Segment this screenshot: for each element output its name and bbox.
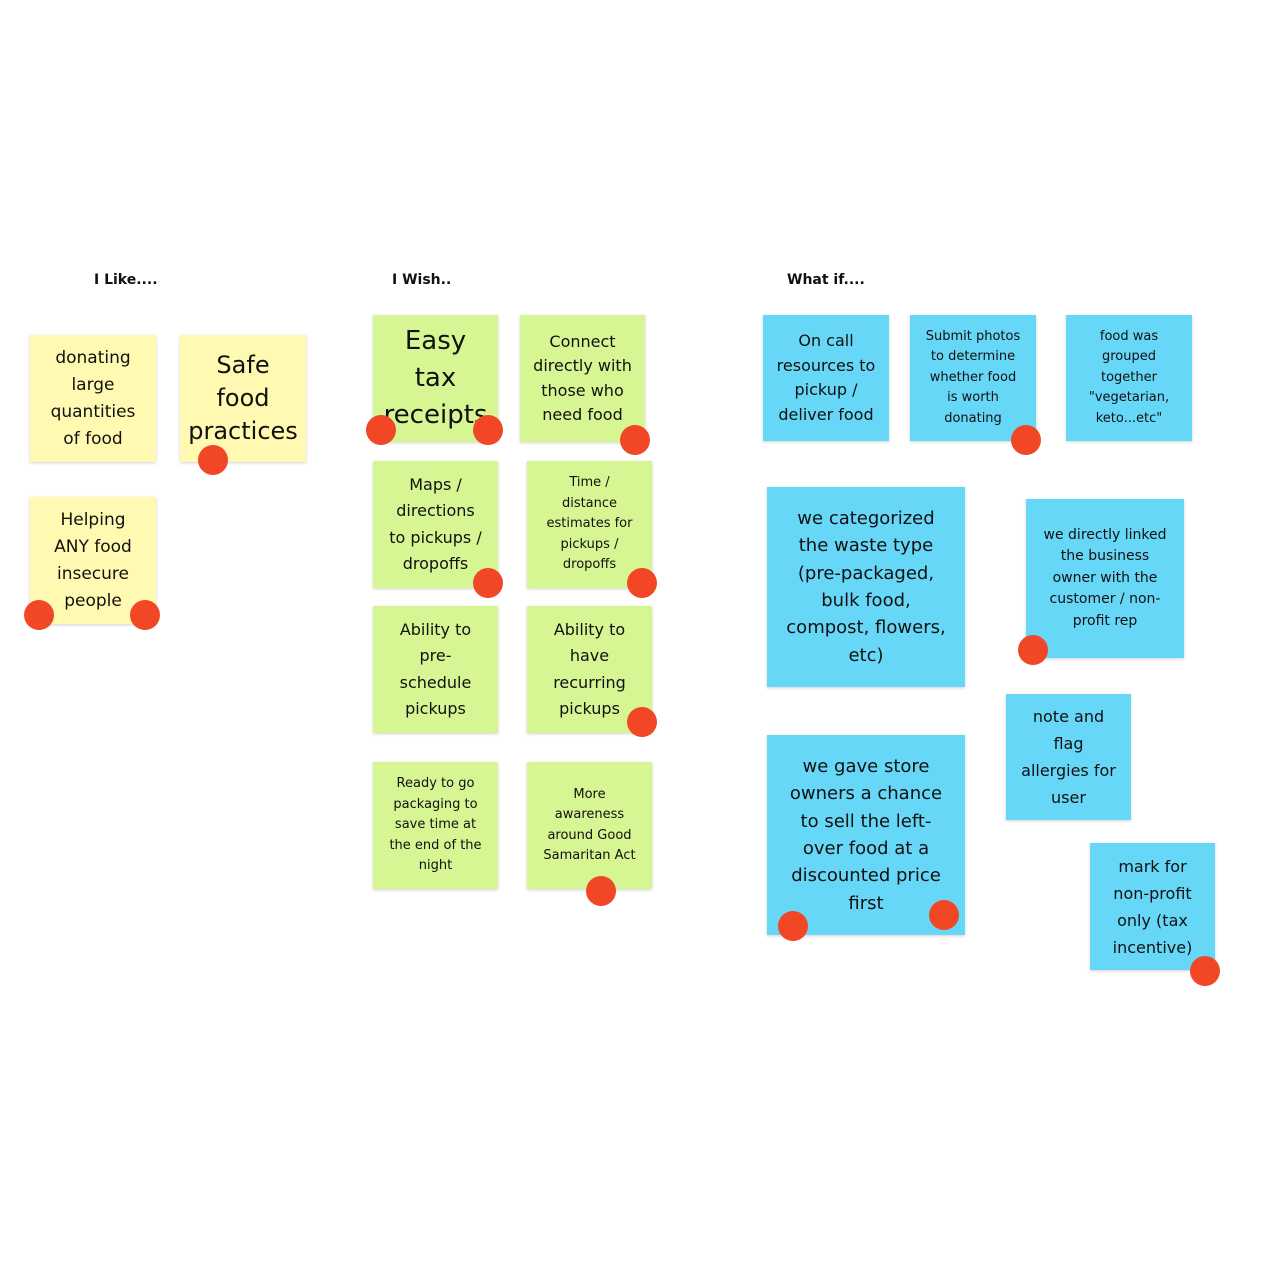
sticky-note-whatif[interactable]: we categorized the waste type (pre-packa…: [767, 487, 965, 687]
sticky-note-text: mark for non-profit only (tax incentive): [1112, 856, 1193, 957]
sticky-note-whatif[interactable]: food was grouped together "vegetarian, k…: [1066, 315, 1192, 441]
vote-dot: [198, 445, 228, 475]
vote-dot: [620, 425, 650, 455]
column-heading-i-wish: I Wish..: [392, 272, 452, 288]
vote-dot: [586, 876, 616, 906]
sticky-note-like[interactable]: Safe food practices: [180, 335, 306, 462]
vote-dot: [627, 568, 657, 598]
sticky-note-whatif[interactable]: note and flag allergies for user: [1006, 694, 1131, 820]
vote-dot: [1011, 425, 1041, 455]
sticky-note-text: food was grouped together "vegetarian, k…: [1088, 328, 1170, 426]
vote-dot: [24, 600, 54, 630]
sticky-note-text: Safe food practices: [188, 351, 298, 445]
column-heading-i-like: I Like....: [94, 272, 158, 288]
column-heading-what-if: What if....: [787, 272, 865, 288]
vote-dot: [627, 707, 657, 737]
sticky-note-text: Ability to have recurring pickups: [553, 619, 626, 719]
sticky-note-text: Easy tax receipts: [383, 326, 488, 430]
sticky-note-text: note and flag allergies for user: [1021, 707, 1116, 807]
sticky-note-text: Helping ANY food insecure people: [54, 509, 132, 611]
sticky-note-text: we directly linked the business owner wi…: [1043, 526, 1167, 629]
sticky-note-wish[interactable]: Time / distance estimates for pickups / …: [527, 461, 652, 588]
sticky-note-whatif[interactable]: we gave store owners a chance to sell th…: [767, 735, 965, 935]
vote-dot: [130, 600, 160, 630]
sticky-note-text: donating large quantities of food: [50, 347, 136, 449]
sticky-note-whatif[interactable]: Submit photos to determine whether food …: [910, 315, 1036, 441]
sticky-note-like[interactable]: Helping ANY food insecure people: [30, 497, 156, 624]
vote-dot: [366, 415, 396, 445]
sticky-note-text: On call resources to pickup / deliver fo…: [776, 331, 876, 424]
vote-dot: [778, 911, 808, 941]
sticky-note-wish[interactable]: Ability to pre- schedule pickups: [373, 606, 498, 733]
sticky-note-text: we categorized the waste type (pre-packa…: [786, 508, 946, 666]
vote-dot: [473, 415, 503, 445]
sticky-note-text: Ability to pre- schedule pickups: [399, 619, 472, 719]
vote-dot: [1190, 956, 1220, 986]
vote-dot: [1018, 635, 1048, 665]
sticky-note-text: we gave store owners a chance to sell th…: [789, 756, 943, 914]
sticky-note-text: Maps / directions to pickups / dropoffs: [389, 474, 482, 574]
sticky-note-text: Connect directly with those who need foo…: [533, 331, 632, 425]
sticky-note-wish[interactable]: Ready to go packaging to save time at th…: [373, 762, 498, 889]
sticky-note-text: Ready to go packaging to save time at th…: [389, 776, 482, 874]
sticky-note-wish[interactable]: Easy tax receipts: [373, 315, 498, 442]
sticky-note-whatif[interactable]: On call resources to pickup / deliver fo…: [763, 315, 889, 441]
sticky-note-wish[interactable]: Connect directly with those who need foo…: [520, 315, 645, 442]
sticky-note-whatif[interactable]: mark for non-profit only (tax incentive): [1090, 843, 1215, 970]
vote-dot: [929, 900, 959, 930]
sticky-note-text: Time / distance estimates for pickups / …: [546, 475, 633, 573]
sticky-note-like[interactable]: donating large quantities of food: [30, 335, 156, 462]
vote-dot: [473, 568, 503, 598]
sticky-note-whatif[interactable]: we directly linked the business owner wi…: [1026, 499, 1184, 658]
sticky-note-wish[interactable]: Maps / directions to pickups / dropoffs: [373, 461, 498, 588]
sticky-note-wish[interactable]: More awareness around Good Samaritan Act: [527, 762, 652, 889]
sticky-note-text: More awareness around Good Samaritan Act: [543, 786, 636, 864]
sticky-note-text: Submit photos to determine whether food …: [925, 328, 1021, 426]
